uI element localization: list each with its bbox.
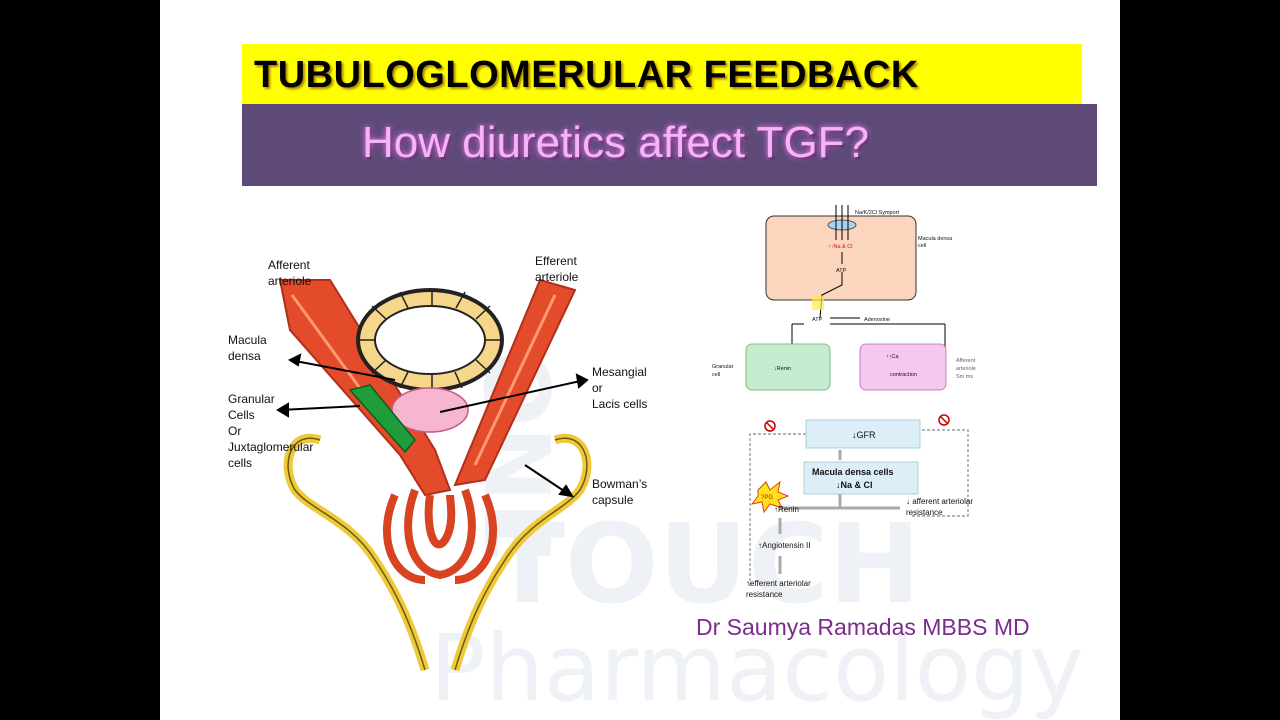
- symport-label: Na/K/2Cl Symport: [855, 210, 899, 216]
- label-bowman-2: capsule: [592, 493, 634, 507]
- label-efferent-2: arteriole: [535, 270, 579, 284]
- flow-afferent-2: resistance: [906, 508, 943, 517]
- adenosine-label: Adenosine: [864, 317, 890, 323]
- macula-cell-label-2: cell: [918, 243, 926, 249]
- pg-label: ?PG: [761, 495, 773, 501]
- jga-diagram: Afferent arteriole Efferent arteriole Ma…: [228, 254, 647, 672]
- label-mesangial-1: Mesangial: [592, 365, 647, 379]
- macula-densa-signalling: Na/K/2Cl Symport Macula densa cell ↑↑Na …: [712, 205, 976, 391]
- renin-box-label: ↓Renin: [774, 366, 791, 372]
- page-title: TUBULOGLOMERULAR FEEDBACK: [254, 54, 919, 96]
- flow-macula-1: Macula densa cells: [812, 467, 894, 477]
- renin-box: [745, 343, 831, 391]
- ca-box: [859, 343, 947, 391]
- watermark-touch: TOUCH: [490, 500, 921, 628]
- macula-cell-label-1: Macula densa: [918, 236, 953, 242]
- macula-densa-cell-box: [765, 215, 917, 301]
- glomerulus: [383, 488, 497, 584]
- granular-cells: [348, 384, 416, 454]
- flow-renin: ↑Renin: [774, 505, 799, 514]
- gfr-box: [805, 419, 921, 449]
- label-granular-3: Or: [228, 424, 241, 438]
- label-mesangial-2: or: [592, 381, 603, 395]
- flow-macula-2: ↓Na & Cl: [836, 480, 873, 490]
- macula-cells-box: [803, 461, 919, 495]
- flow-efferent-1: ↑efferent arteriolar: [746, 579, 811, 588]
- label-granular-2: Cells: [228, 408, 255, 422]
- slide: ONE TOUCH Pharmacology TUBULOGLOMERULAR …: [160, 0, 1120, 720]
- label-granular-4: Juxtaglomerular: [228, 440, 313, 454]
- label-bowman-1: Bowman’s: [592, 477, 647, 491]
- granular-cell-label-1: Granular: [712, 364, 734, 370]
- atp-top-label: ATP: [836, 268, 847, 274]
- flow-afferent-1: ↓ afferent arteriolar: [906, 497, 973, 506]
- afferent-side-2: arteriole: [956, 366, 976, 372]
- label-mesangial-3: Lacis cells: [592, 397, 647, 411]
- label-macula-2: densa: [228, 349, 261, 363]
- label-afferent-1: Afferent: [268, 258, 310, 272]
- na-cl-label: ↑↑Na & Cl: [828, 244, 852, 250]
- granular-cell-label-2: cell: [712, 372, 720, 378]
- label-granular-5: cells: [228, 456, 252, 470]
- author-credit: Dr Saumya Ramadas MBBS MD: [696, 614, 1030, 640]
- flow-efferent-2: resistance: [746, 590, 783, 599]
- atp-label: ATP: [812, 317, 823, 323]
- ca-box-label: ↑↑Ca: [886, 354, 899, 360]
- gfr-label: ↓GFR: [852, 430, 876, 440]
- flow-angiotensin: ↑Angiotensin II: [758, 541, 810, 550]
- stop-icon-left: [764, 420, 776, 432]
- watermark-pharmacology: Pharmacology: [430, 615, 1084, 720]
- label-granular-1: Granular: [228, 392, 275, 406]
- contraction-label: contraction: [890, 372, 917, 378]
- title-bar: TUBULOGLOMERULAR FEEDBACK: [242, 44, 1082, 104]
- pg-burst-icon: [750, 480, 790, 514]
- stop-icon-right: [938, 414, 950, 426]
- page-subtitle: How diuretics affect TGF?: [362, 118, 870, 167]
- afferent-side-1: Afferent: [956, 358, 976, 364]
- label-macula-1: Macula: [228, 333, 267, 347]
- afferent-side-3: Sm ms: [956, 374, 973, 380]
- label-efferent-1: Efferent: [535, 254, 577, 268]
- subtitle-bar: How diuretics affect TGF?: [242, 104, 1097, 186]
- label-afferent-2: arteriole: [268, 274, 312, 288]
- tgf-flowchart: ↓GFR Macula densa cells ↓Na & Cl ?PG ↑Re…: [746, 414, 973, 599]
- mesangial-cells: [391, 387, 469, 433]
